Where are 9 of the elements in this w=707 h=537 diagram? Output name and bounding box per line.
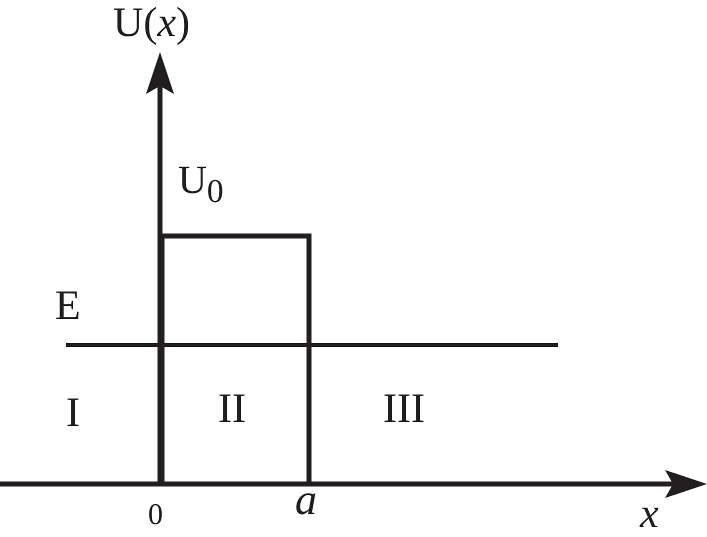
- axis-label: U(x): [113, 2, 190, 44]
- axis-label: x: [640, 493, 659, 535]
- barrier-height-label: U$_{0}$: [178, 160, 224, 208]
- region-label: I: [66, 392, 80, 434]
- energy-label: E: [55, 285, 81, 327]
- axis-tick-label: 0: [148, 500, 163, 530]
- region-label: III: [383, 388, 425, 430]
- axis-tick-label: a: [295, 478, 317, 522]
- region-label: II: [218, 388, 246, 430]
